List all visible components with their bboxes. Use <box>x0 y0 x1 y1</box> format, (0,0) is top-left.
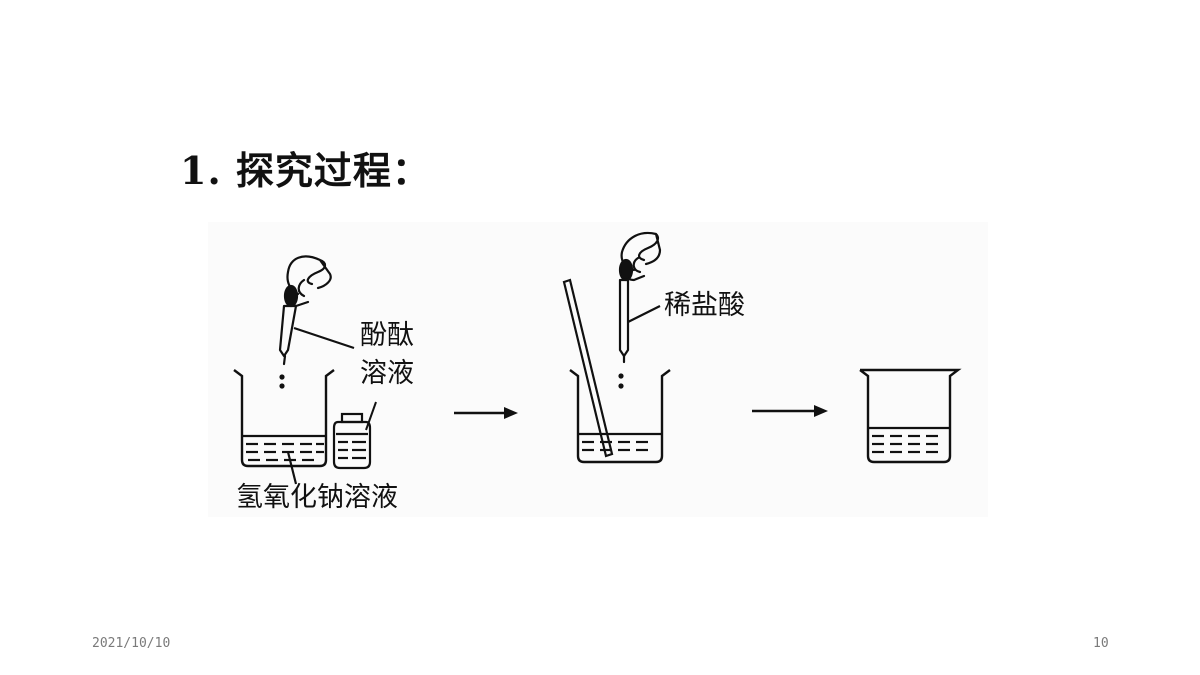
beaker-1 <box>233 369 335 468</box>
reagent-bottle-icon <box>332 412 372 470</box>
leader-line-bottle <box>365 401 377 431</box>
drop-1b <box>279 383 285 389</box>
dropper-bulb-2 <box>618 258 634 282</box>
naoh-liquid-beaker-1 <box>242 434 326 462</box>
label-phenolphthalein-line2: 溶液 <box>360 358 414 389</box>
footer-date: 2021/10/10 <box>92 636 171 651</box>
beaker-3 <box>859 368 962 464</box>
leader-line-phenolphthalein <box>293 326 355 350</box>
solution-beaker-2 <box>578 432 662 452</box>
hand-icon-1 <box>286 255 332 308</box>
label-dilute-hcl: 稀盐酸 <box>664 290 745 321</box>
glass-rod <box>562 278 614 458</box>
label-phenolphthalein-line1: 酚酞 <box>360 320 414 351</box>
label-naoh-solution: 氢氧化钠溶液 <box>236 482 398 513</box>
leader-line-naoh <box>286 451 298 485</box>
dropper-tube-1 <box>278 304 298 358</box>
arrow-right-icon-1 <box>454 407 518 419</box>
hand-icon-2 <box>620 231 662 282</box>
page-number: 10 <box>1093 636 1109 651</box>
dropper-tube-2 <box>618 278 630 358</box>
arrow-right-icon-2 <box>752 405 828 417</box>
drop-1a <box>279 374 285 380</box>
step-1-dropper-with-phenolphthalein <box>278 255 332 366</box>
drop-2b <box>618 383 624 389</box>
dropper-bulb-1 <box>283 284 299 308</box>
beaker-2 <box>569 369 671 464</box>
leader-line-hcl <box>627 305 661 323</box>
slide-title: 1. 探究过程： <box>180 148 431 193</box>
experiment-diagram: 酚酞 溶液 氢氧化钠溶液 稀盐酸 <box>208 222 988 517</box>
drop-2a <box>618 373 624 379</box>
step-2-dropper-with-hcl <box>618 231 662 364</box>
solution-beaker-3 <box>868 426 950 454</box>
